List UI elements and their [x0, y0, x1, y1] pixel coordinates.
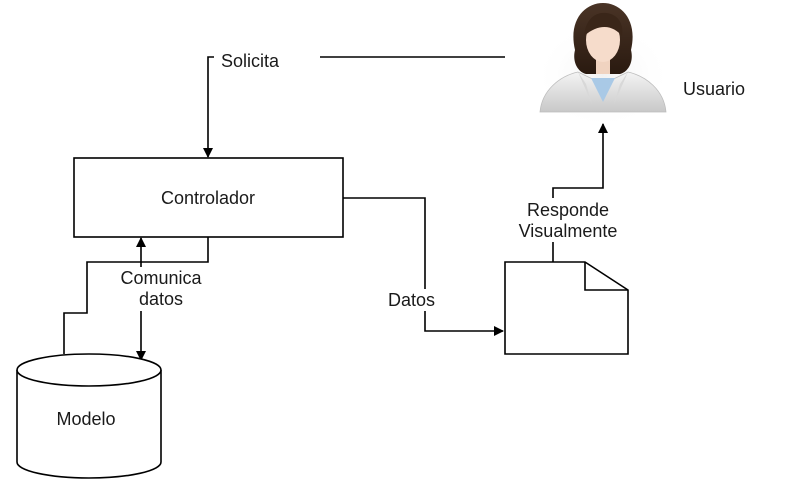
modelo-label: Modelo [56, 409, 115, 429]
responde-connector: Responde Visualmente [486, 123, 648, 262]
usuario-label: Usuario [683, 79, 745, 99]
comunica-label-line2: datos [139, 289, 183, 309]
datos-connector: Datos [343, 197, 504, 336]
responde-label-line1: Responde [527, 200, 609, 220]
controlador-label: Controlador [161, 188, 255, 208]
datos-label: Datos [388, 290, 435, 310]
database-cylinder-icon: Modelo [16, 353, 162, 479]
document-icon [504, 261, 629, 355]
responde-label-line2: Visualmente [519, 221, 618, 241]
comunica-connector: Comunica datos [63, 237, 224, 361]
controlador-node: Controlador [73, 157, 344, 238]
user-avatar-icon [533, 3, 673, 125]
solicita-label: Solicita [221, 51, 280, 71]
solicita-connector: Solicita [203, 48, 505, 158]
comunica-label-line1: Comunica [120, 268, 202, 288]
